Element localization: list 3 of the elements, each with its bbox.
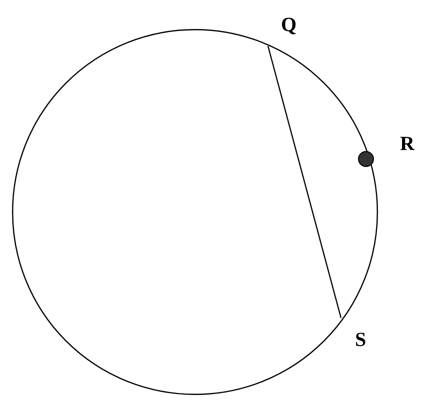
point-label: R: [400, 133, 414, 155]
point-label: S: [355, 329, 366, 351]
point-label: Q: [281, 14, 297, 36]
